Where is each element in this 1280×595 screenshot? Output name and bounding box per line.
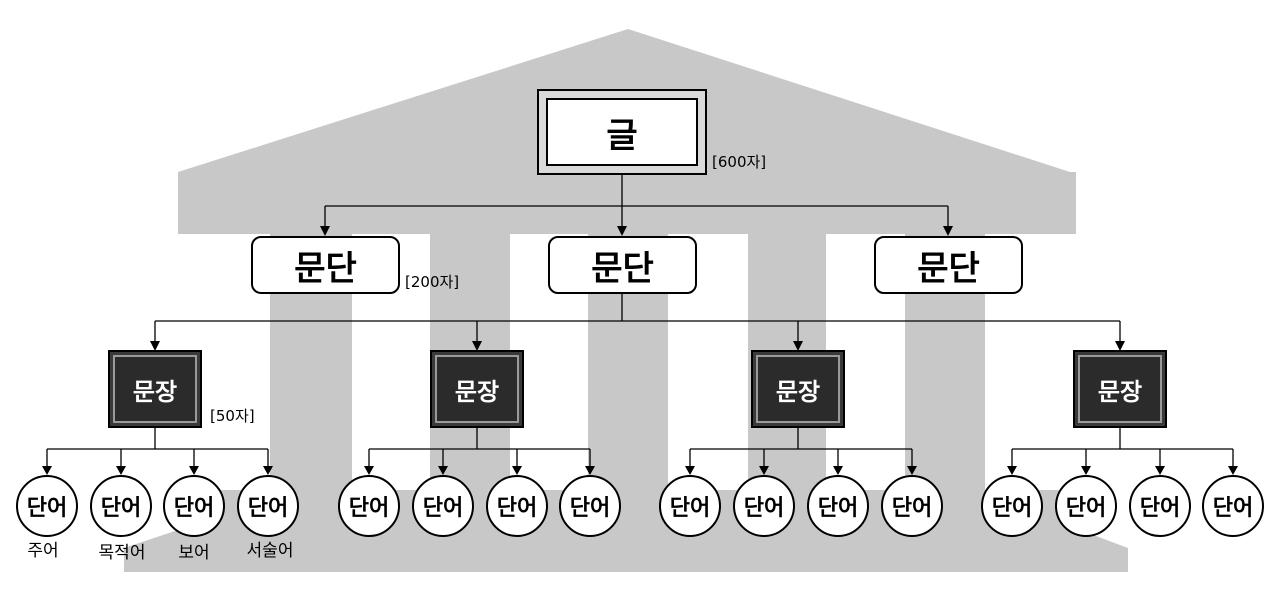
word-arrowhead [1081,466,1091,475]
word-node: 단어 [486,475,548,537]
word-node: 단어 [163,475,225,537]
sentence-node: 문장 [430,350,524,428]
word-arrowhead [116,466,126,475]
word-role-label: 목적어 [98,543,146,563]
word-node: 단어 [90,475,152,537]
title-node: 글 [537,89,707,175]
sentence-node: 문장 [751,350,845,428]
word-role-label: 서술어 [246,541,294,561]
arrowheads [150,226,1125,351]
word-arrowhead [1007,466,1017,475]
sentence-node: 문장 [108,350,202,428]
word-arrowhead [364,466,374,475]
word-arrowhead [585,466,595,475]
word-node: 단어 [237,475,299,537]
word-arrowhead [685,466,695,475]
word-node: 단어 [807,475,869,537]
word-arrowhead [42,466,52,475]
connector-lines [47,175,1233,450]
sentence-node: 문장 [1073,350,1167,428]
word-node: 단어 [1055,475,1117,537]
word-arrowhead [263,466,273,475]
word-node: 단어 [733,475,795,537]
paragraph-char-count: [200자] [405,273,460,291]
word-role-label: 주어 [27,541,59,561]
title-char-count: [600자] [712,153,767,171]
word-node: 단어 [338,475,400,537]
word-arrowhead [907,466,917,475]
word-arrowhead [1155,466,1165,475]
word-node: 단어 [881,475,943,537]
temple-entablature [178,172,1076,234]
word-arrowhead [512,466,522,475]
paragraph-node: 문단 [548,236,697,294]
word-role-label: 보어 [178,543,210,563]
word-arrowhead [833,466,843,475]
word-node: 단어 [1129,475,1191,537]
word-arrowhead [759,466,769,475]
word-node: 단어 [981,475,1043,537]
word-arrowhead [189,466,199,475]
word-arrowhead [438,466,448,475]
paragraph-node: 문단 [251,236,400,294]
title-node-label: 글 [546,98,698,166]
sentence-char-count: [50자] [210,407,255,425]
word-node: 단어 [16,475,78,537]
word-node: 단어 [412,475,474,537]
word-node: 단어 [659,475,721,537]
word-arrowhead [1228,466,1238,475]
word-arrows [42,449,1238,475]
paragraph-node: 문단 [874,236,1023,294]
word-node: 단어 [1202,475,1264,537]
word-node: 단어 [559,475,621,537]
